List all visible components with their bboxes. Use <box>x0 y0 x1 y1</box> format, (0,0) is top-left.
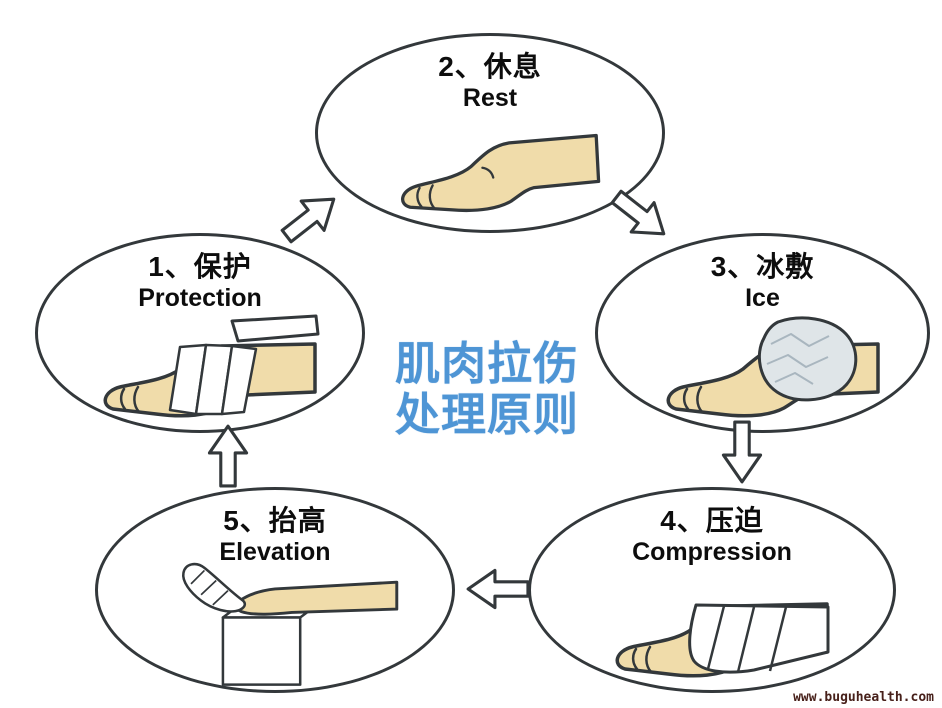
watermark-url: www.buguhealth.com <box>793 690 934 705</box>
elevated-foot-bandage <box>182 562 247 613</box>
elevation-label-en: Elevation <box>219 538 331 567</box>
node-compression: 4、压迫 Compression <box>528 487 896 693</box>
protection-label-zh: 1、保护 <box>148 251 252 282</box>
arrow-ice-to-compression <box>719 420 765 486</box>
arrow-rest-to-ice <box>601 178 681 255</box>
rest-label-en: Rest <box>462 84 518 113</box>
diagram-title-line2: 处理原则 <box>394 389 579 441</box>
support-block <box>221 605 315 686</box>
ice-pack <box>757 316 857 402</box>
protective-bandage <box>168 314 320 416</box>
node-elevation: 5、抬高 Elevation <box>95 487 455 693</box>
node-protection: 1、保护 Protection <box>35 233 365 433</box>
compression-label-en: Compression <box>632 538 792 567</box>
arrow-compression-to-elevation <box>464 566 530 612</box>
compression-label-zh: 4、压迫 <box>660 505 764 536</box>
rest-label-zh: 2、休息 <box>438 51 542 82</box>
ice-label-zh: 3、冰敷 <box>710 251 815 282</box>
protection-label-en: Protection <box>138 284 262 313</box>
diagram-title-line1: 肌肉拉伤 <box>394 338 579 389</box>
arrow-elevation-to-protection <box>205 422 251 488</box>
elevation-leg-icon <box>182 562 399 686</box>
arrow-protection-to-rest <box>271 179 351 256</box>
diagram-title: 肌肉拉伤 处理原则 <box>372 338 602 441</box>
compression-foot-icon <box>615 602 830 678</box>
node-ice: 3、冰敷 Ice <box>595 233 930 433</box>
rest-foot-icon <box>401 133 601 212</box>
compression-wrap <box>688 603 830 674</box>
protection-foot-icon <box>103 314 320 418</box>
elevation-label-zh: 5、抬高 <box>223 505 327 536</box>
ice-label-en: Ice <box>745 284 780 313</box>
node-rest: 2、休息 Rest <box>315 33 665 233</box>
ice-foot-icon <box>666 316 880 418</box>
